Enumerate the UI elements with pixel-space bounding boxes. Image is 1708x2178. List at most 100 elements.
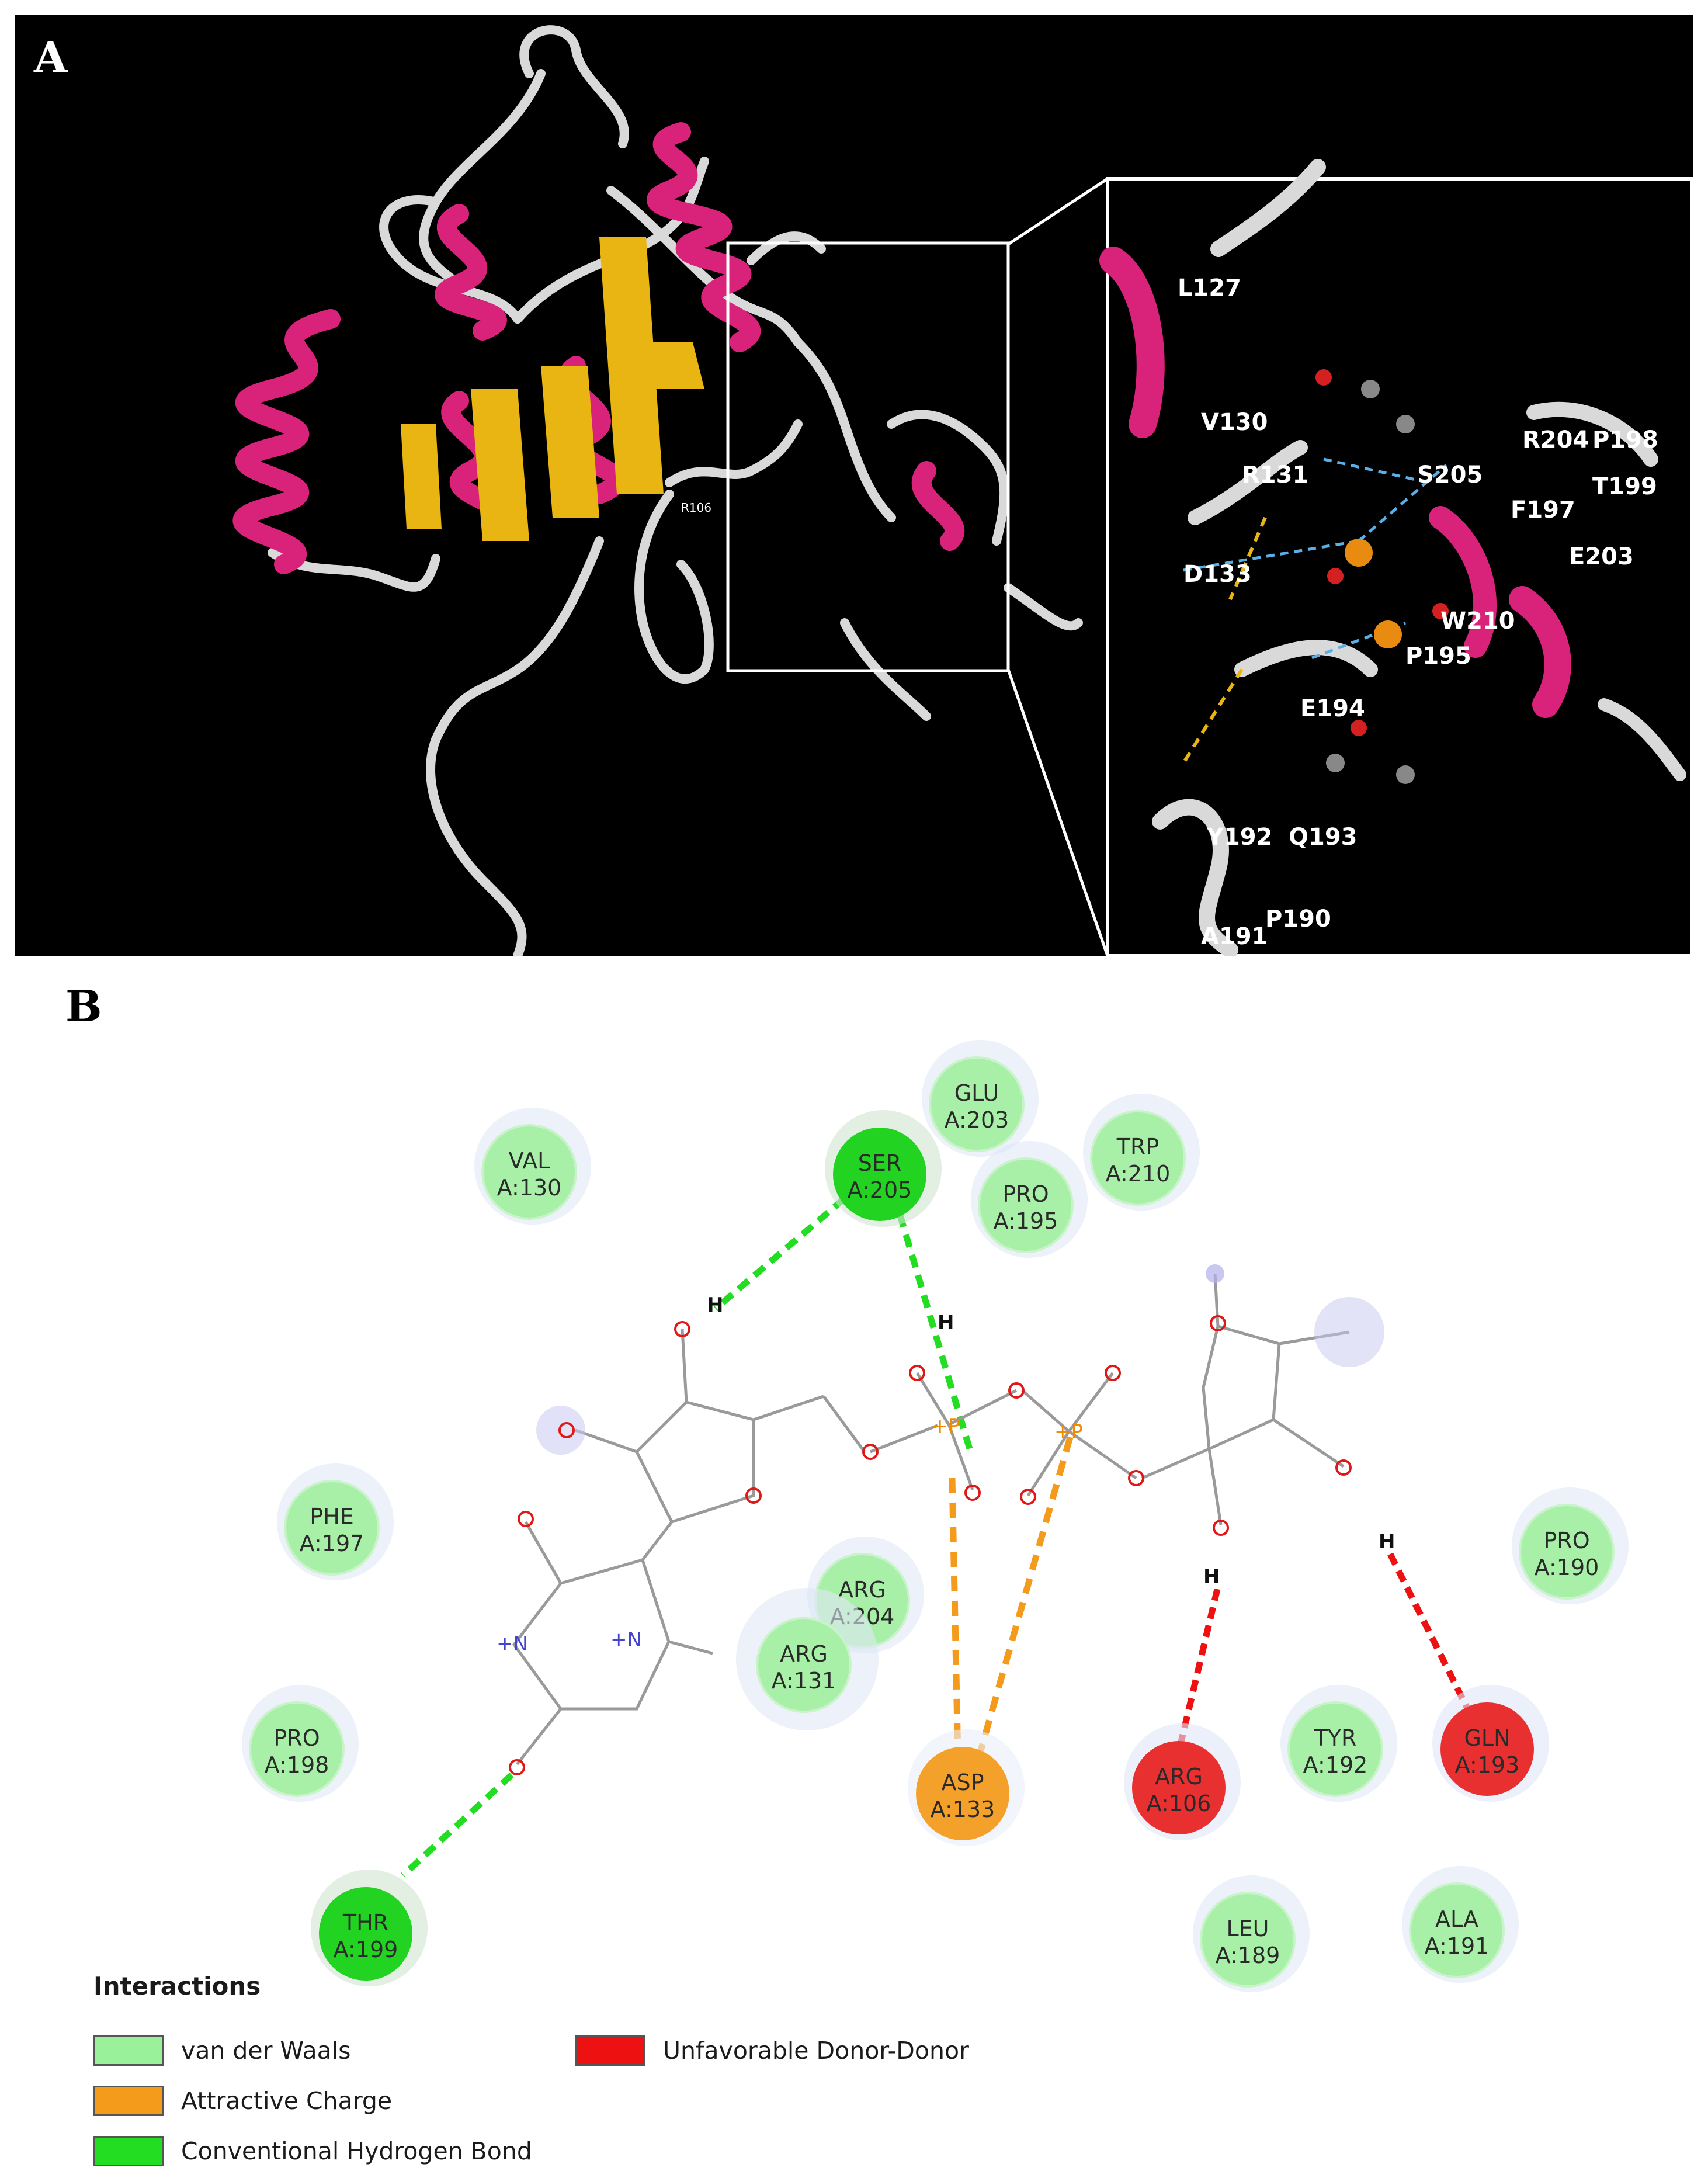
label-V130: V130 (1201, 409, 1268, 436)
residue-id: A:197 (300, 1531, 364, 1556)
legend-item-hbond: Conventional Hydrogen Bond (93, 2134, 532, 2169)
panel-b-letter: B (65, 982, 102, 1032)
legend-label-charge: Attractive Charge (181, 2087, 393, 2115)
alpha-helices (232, 122, 965, 574)
label-W210: W210 (1440, 608, 1515, 634)
label-P195: P195 (1405, 643, 1471, 670)
unfav-gln193 (1387, 1552, 1475, 1719)
ligand-skeleton (512, 1273, 1350, 1766)
residue-name: GLU (954, 1080, 999, 1106)
residue-name: TYR (1314, 1725, 1357, 1751)
legend-item-vdw: van der Waals (93, 2033, 350, 2068)
label-Y192: Y192 (1206, 824, 1272, 851)
inset-phosphates (1345, 539, 1402, 648)
residue-id: A:205 (848, 1177, 912, 1203)
legend-item-charge: Attractive Charge (93, 2083, 392, 2118)
legend-label-vdw: van der Waals (181, 2037, 351, 2065)
label-T199: T199 (1592, 473, 1657, 500)
residue-id: A:131 (772, 1668, 836, 1694)
label-P198: P198 (1592, 426, 1658, 453)
residue-name: PRO (1543, 1528, 1589, 1553)
residue-id: A:130 (497, 1175, 562, 1201)
residue-id: A:192 (1303, 1752, 1368, 1778)
residue-id: A:193 (1455, 1752, 1520, 1778)
atom-n-2: +N (497, 1632, 528, 1656)
legend-label-hbond: Conventional Hydrogen Bond (181, 2137, 532, 2165)
legend-swatch-vdw (93, 2035, 164, 2066)
residue-id: A:106 (1147, 1791, 1211, 1816)
label-F197: F197 (1511, 497, 1575, 523)
atom-h-3: H (1203, 1565, 1220, 1589)
residue-id: A:210 (1106, 1161, 1171, 1187)
inset-hbond-lines (1183, 457, 1447, 660)
legend-title: Interactions (93, 1972, 261, 2000)
residue-name: ARG (780, 1641, 828, 1667)
atom-p-1: +P (932, 1414, 960, 1438)
residue-id: A:198 (265, 1752, 329, 1778)
residue-name: SER (858, 1150, 902, 1176)
legend-swatch-hbond (93, 2136, 164, 2166)
residue-id: A:190 (1535, 1555, 1599, 1580)
protein-ribbon-render: L127 V130 R131 D133 S205 R204 P198 F197 … (232, 25, 1693, 956)
residue-name: ARG (1155, 1764, 1203, 1789)
residue-name: VAL (509, 1148, 550, 1174)
charge-asp133-p2 (975, 1436, 1074, 1760)
hbond-ser205-o (713, 1168, 879, 1312)
label-S205: S205 (1417, 462, 1483, 488)
atom-p-2: +P (1054, 1420, 1083, 1444)
legend-label-unfav: Unfavorable Donor-Donor (663, 2037, 969, 2065)
label-D133: D133 (1183, 561, 1252, 588)
residue-id: A:189 (1216, 1943, 1280, 1968)
residue-name: ARG (838, 1577, 886, 1603)
label-R106: R106 (681, 501, 711, 515)
residue-id: A:133 (931, 1796, 995, 1822)
charge-asp133-p1 (949, 1478, 961, 1759)
label-L127: L127 (1178, 275, 1241, 301)
legend-swatch-charge (93, 2086, 164, 2116)
residue-id: A:191 (1425, 1933, 1490, 1959)
panel-a-letter: A (34, 33, 68, 83)
label-R131: R131 (1242, 462, 1308, 488)
panel-a-structure-view: L127 V130 R131 D133 S205 R204 P198 F197 … (15, 15, 1693, 956)
inset-ribbons (1099, 159, 1686, 956)
label-R204: R204 (1522, 426, 1589, 453)
atom-h-1: H (707, 1293, 723, 1317)
residue-name: LEU (1227, 1916, 1269, 1941)
atom-n-1: +N (610, 1628, 642, 1652)
zoom-region-box (726, 241, 1010, 672)
inset-residue-labels: L127 V130 R131 D133 S205 R204 P198 F197 … (1178, 275, 1658, 950)
label-P190: P190 (1265, 906, 1331, 932)
hbond-thr199 (401, 1772, 514, 1878)
label-Q193: Q193 (1289, 824, 1358, 851)
ligand-atom-labels: H H H H +P +P +N +N (497, 1293, 1395, 1775)
atom-h-2: H (938, 1311, 954, 1334)
label-E203: E203 (1569, 543, 1634, 570)
legend-item-unfav: Unfavorable Donor-Donor (575, 2033, 969, 2068)
residue-name: PHE (310, 1504, 354, 1530)
residue-name: THR (342, 1910, 388, 1936)
unfav-arg106 (1176, 1588, 1221, 1748)
residue-id: A:195 (994, 1208, 1058, 1234)
residue-id: A:203 (945, 1107, 1009, 1133)
atom-h-4: H (1379, 1530, 1395, 1553)
residue-id: A:199 (334, 1937, 398, 1962)
panel-b-interaction-diagram: H H H H +P +P +N +N GLUA:203TRPA:210VALA… (242, 1040, 1629, 1992)
residue-name: TRP (1116, 1134, 1160, 1160)
residue-name: ALA (1435, 1906, 1478, 1932)
